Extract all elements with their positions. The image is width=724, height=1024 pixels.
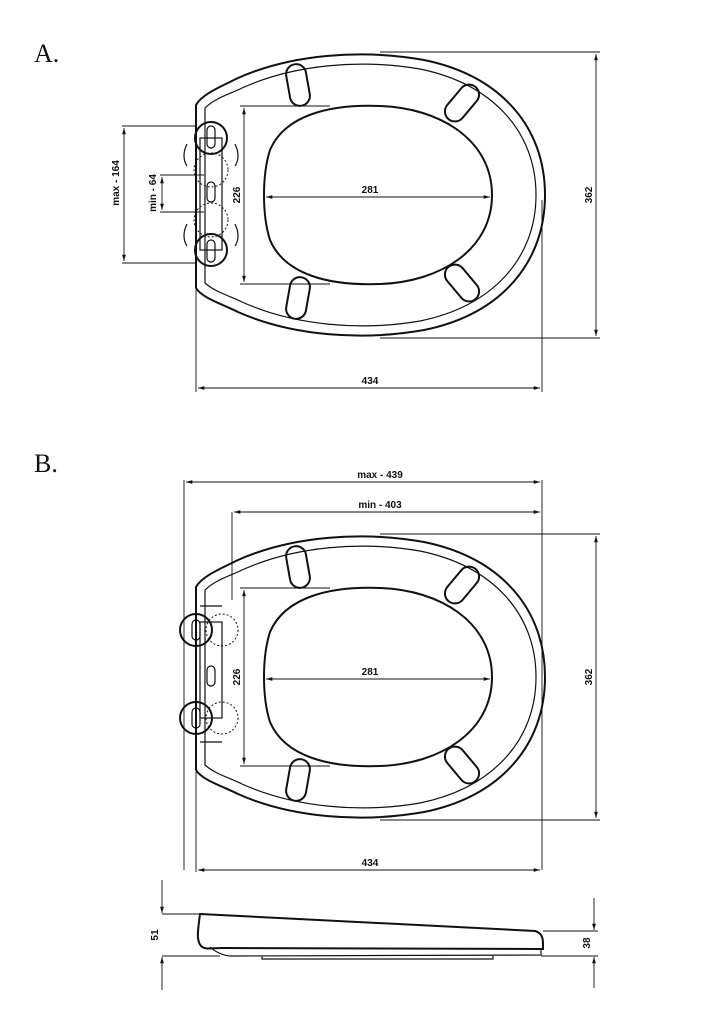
dim-inner-length-a: 226: [232, 186, 243, 203]
view-b-label: B.: [34, 449, 58, 478]
dim-inner-width-b: 281: [362, 667, 379, 678]
hinge-assembly-b: [179, 605, 239, 743]
dim-height-front: 38: [582, 937, 593, 949]
view-b: B. max - 439 min - 403 226 281 362 434: [34, 449, 600, 872]
dim-width-max: max - 439: [357, 470, 403, 481]
dim-hinge-max: max - 164: [111, 160, 122, 206]
dim-overall-width-b: 434: [362, 858, 379, 869]
dim-hinge-min: min - 64: [148, 174, 159, 212]
view-a: A. max - 164 min - 64 226 281 362 434: [34, 39, 600, 392]
side-view: 51 38: [150, 880, 598, 990]
dim-overall-width-a: 434: [362, 376, 379, 387]
dim-overall-length-a: 362: [584, 186, 595, 203]
dim-inner-length-b: 226: [232, 668, 243, 685]
dim-inner-width-a: 281: [362, 185, 379, 196]
dim-overall-length-b: 362: [584, 668, 595, 685]
hinge-assembly-a: [183, 121, 239, 267]
view-a-label: A.: [34, 39, 59, 68]
dim-height-back: 51: [150, 929, 161, 941]
dim-width-min: min - 403: [358, 500, 402, 511]
